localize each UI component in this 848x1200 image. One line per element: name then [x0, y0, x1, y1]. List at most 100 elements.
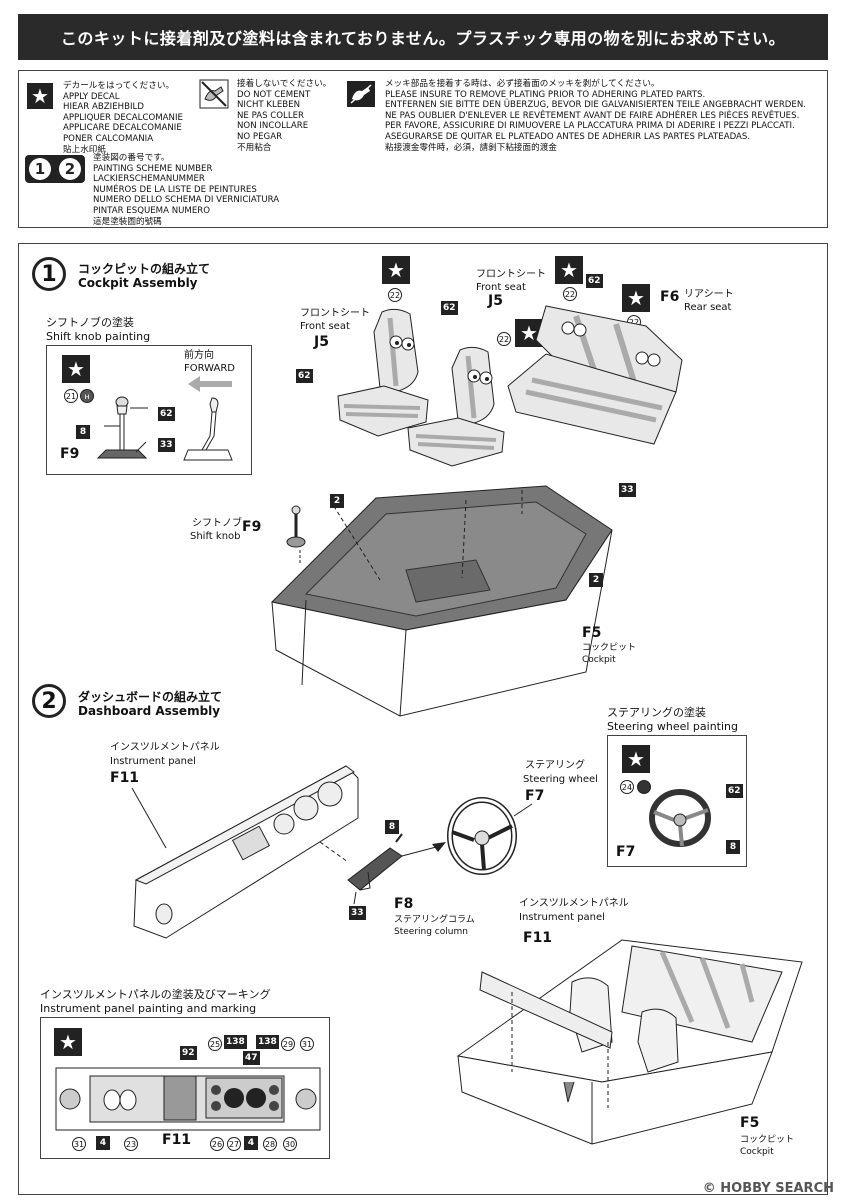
panel-color-bottom-7: 28 — [263, 1137, 277, 1151]
final-instrument-panel-en: Instrument panel — [519, 912, 605, 923]
panel-color-bottom-3: 23 — [124, 1137, 138, 1151]
horn-decal-icon — [637, 780, 651, 794]
instrument-panel-front-drawing — [55, 1067, 321, 1131]
color-21-badge: 21 — [64, 389, 78, 403]
shift-box-title-en: Shift knob painting — [46, 330, 151, 343]
legend-line: NO PEGAR — [237, 131, 283, 142]
part-j5-right-label: J5 — [488, 293, 503, 309]
legend-line: PONER CALCOMANIA — [63, 133, 154, 144]
scheme-number-1: 1 — [29, 158, 51, 180]
panel-color-bottom-6: 4 — [244, 1136, 258, 1150]
scheme-number-icon: 1 2 — [25, 155, 85, 183]
color-62-badge: 62 — [158, 407, 175, 421]
legend-line: NON INCOLLARE — [237, 121, 309, 132]
shift-knob-jp: シフトノブ — [192, 518, 242, 529]
star-icon: ★ — [622, 745, 650, 773]
step-2-title-en: Dashboard Assembly — [78, 704, 221, 718]
part-f7-label: F7 — [616, 844, 636, 860]
final-cockpit-en: Cockpit — [740, 1147, 774, 1157]
shift-pattern-decal-icon: н — [80, 389, 94, 403]
rear-seat-drawing — [507, 305, 683, 445]
legend-line: 粘接渡金零件時，必須，請剝下粘接面的渡金 — [385, 142, 557, 153]
step-2-number: 2 — [32, 684, 66, 718]
color-62-badge: 62 — [296, 369, 313, 383]
color-2-badge: 2 — [589, 573, 603, 587]
legend-line: デカールをはってください。 — [63, 81, 175, 91]
panel-color-top-4: 47 — [243, 1051, 260, 1065]
star-icon: ★ — [54, 1028, 82, 1056]
star-icon: ★ — [62, 355, 90, 383]
color-62-badge: 62 — [726, 784, 743, 798]
part-f5-label: F5 — [582, 625, 602, 641]
notice-banner: このキットに接着剤及び塗料は含まれておりません。プラスチック専用の物を別にお求め… — [18, 14, 828, 60]
front-seat-right-drawing — [407, 346, 505, 467]
steering-column-en: Steering column — [394, 927, 468, 937]
shift-knob-drawing — [96, 396, 148, 459]
legend-line: NICHT KLEBEN — [237, 100, 301, 111]
color-22-badge: 22 — [497, 332, 511, 346]
color-33-badge: 33 — [349, 906, 366, 920]
rear-seat-jp: リアシート — [684, 289, 734, 300]
part-f7-label: F7 — [525, 788, 545, 804]
final-instrument-panel-jp: インスツルメントパネル — [519, 898, 629, 909]
front-seat-right-jp: フロントシート — [476, 269, 546, 280]
part-f11-label: F11 — [110, 770, 140, 786]
instrument-panel-jp: インスツルメントパネル — [110, 742, 220, 753]
legend-line: PAINTING SCHEME NUMBER — [93, 163, 213, 174]
panel-color-top-1: 92 — [180, 1046, 197, 1060]
cockpit-jp: コックピット — [582, 643, 637, 653]
panel-color-bottom-2: 4 — [96, 1136, 110, 1150]
panel-color-bottom-1: 31 — [72, 1137, 86, 1151]
star-icon: ★ — [555, 256, 583, 284]
color-8-badge: 8 — [76, 425, 90, 439]
panel-color-bottom-4: 26 — [210, 1137, 224, 1151]
color-33-badge: 33 — [158, 438, 175, 452]
forward-label-en: FORWARD — [184, 363, 235, 374]
color-62-badge: 62 — [441, 301, 458, 315]
steering-wheel-paint-drawing — [649, 789, 711, 847]
part-f11-label: F11 — [523, 930, 553, 946]
wheel-box-title-en: Steering wheel painting — [607, 720, 738, 733]
front-seat-left-drawing — [337, 308, 429, 437]
panel-color-top-3: 138 — [224, 1035, 247, 1049]
color-22-badge: 22 — [563, 287, 577, 301]
steering-wheel-en: Steering wheel — [523, 774, 598, 785]
scheme-number-2: 2 — [59, 158, 81, 180]
shift-box-title-jp: シフトノブの塗装 — [46, 316, 134, 329]
color-62-badge: 62 — [586, 274, 603, 288]
steering-column-drawing — [319, 833, 446, 905]
color-24-badge: 24 — [620, 780, 634, 794]
color-8-badge: 8 — [726, 840, 740, 854]
cockpit-en: Cockpit — [582, 655, 616, 665]
no-cement-icon — [199, 79, 229, 109]
color-8-badge: 8 — [385, 820, 399, 834]
instrument-panel-drawing — [131, 765, 359, 939]
legend-line: HIEAR ABZIEHBILD — [63, 102, 144, 113]
legend-line: ENTFERNEN SIE BITTE DEN ÜBERZUG, BEVOR D… — [385, 100, 806, 111]
front-seat-right-en: Front seat — [476, 282, 526, 293]
panel-color-bottom-8: 30 — [283, 1137, 297, 1151]
panel-color-top-6: 29 — [281, 1037, 295, 1051]
star-icon: ★ — [27, 83, 53, 109]
part-f9-label: F9 — [60, 446, 80, 462]
legend-line: 塗装図の番号です。 — [93, 153, 170, 163]
panel-color-bottom-5: 27 — [227, 1137, 241, 1151]
legend-plating: メッキ部品を接着する時は、必ず接着面のメッキを剥がしてください。PLEASE I… — [385, 79, 806, 153]
cockpit-tub-drawing — [270, 485, 613, 717]
legend-line: LACKIERSCHEMANUMMER — [93, 174, 205, 185]
panel-box-title-jp: インスツルメントパネルの塗装及びマーキング — [40, 988, 271, 1001]
legend-line: 貼上水印紙 — [63, 144, 106, 155]
forward-label-jp: 前方向 — [184, 350, 214, 361]
legend-line: NUMÉROS DE LA LISTE DE PEINTURES — [93, 184, 257, 195]
legend-line: 這是塗裝圖的號碼 — [93, 216, 162, 227]
plating-icon — [347, 81, 375, 107]
front-seat-left-en: Front seat — [300, 321, 350, 332]
steering-wheel-jp: ステアリング — [525, 760, 585, 771]
legend-line: APPLY DECAL — [63, 91, 120, 102]
part-f6-label: F6 — [660, 289, 680, 305]
legend-line: メッキ部品を接着する時は、必ず接着面のメッキを剥がしてください。 — [385, 79, 660, 89]
legend-line: PINTAR ESQUEMA NUMERO — [93, 205, 211, 216]
